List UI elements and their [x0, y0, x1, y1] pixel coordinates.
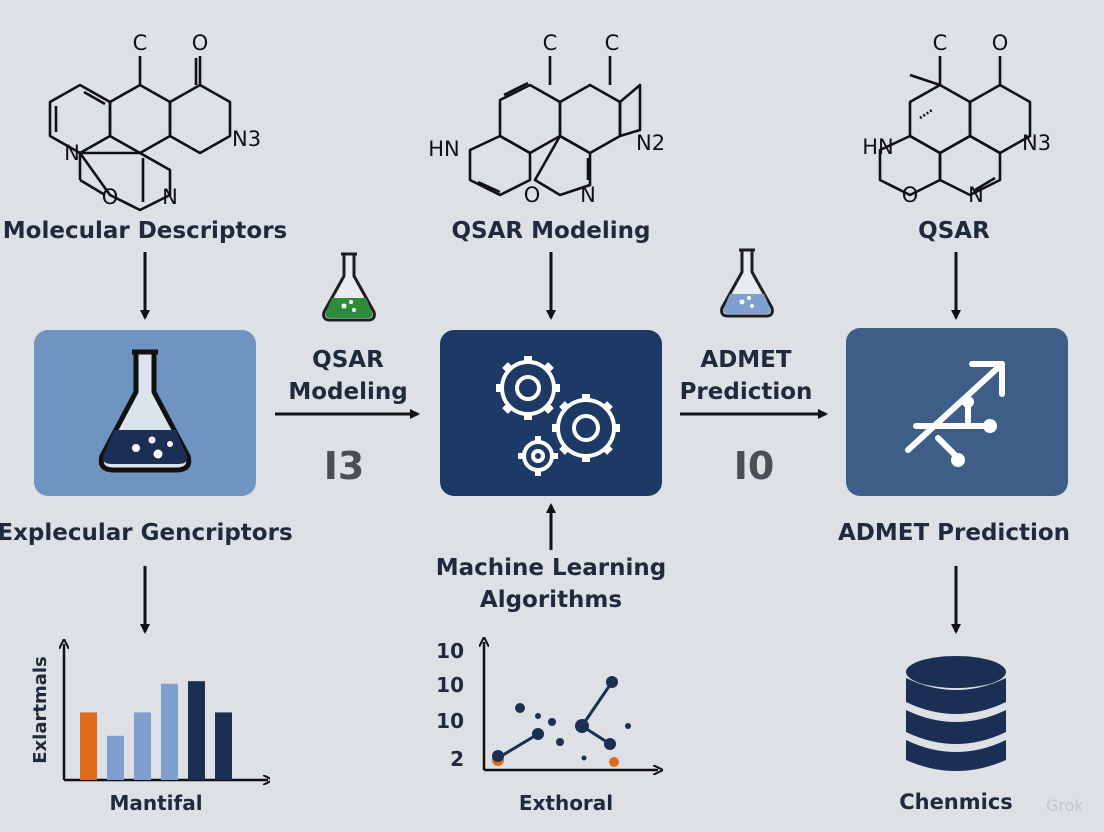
molecule-structure-1: C O N N3 O N — [48, 31, 261, 212]
connector-1-label: QSAR Modeling — [288, 344, 407, 408]
flask-icon — [98, 349, 192, 473]
scatter-point — [575, 719, 589, 733]
scatter-chart: 10 10 10 2 Exthoral — [436, 634, 680, 815]
bar-4 — [161, 683, 178, 780]
machine-learning-box — [440, 330, 662, 496]
scatter-point — [606, 676, 618, 688]
mol1-atom-c: C — [133, 31, 148, 55]
bar-chart-ylabel: Exlartmals — [30, 656, 51, 764]
bar-chart: Exlartmals Mantifal — [30, 636, 270, 815]
mol3-atom-hn: HN — [862, 135, 894, 159]
mol2-atom-hn: HN — [428, 137, 460, 161]
watermark-text: Grok — [1046, 796, 1084, 815]
scatter-points — [492, 676, 631, 767]
mol2-atom-n: N — [580, 183, 596, 207]
small-flask-icon-blue — [720, 248, 774, 318]
bar-2 — [107, 735, 124, 780]
scatter-ytick-2: 10 — [436, 673, 464, 697]
machine-learning-label-line1: Machine Learning — [435, 555, 667, 581]
connector-1-line2: Modeling — [288, 379, 408, 405]
scatter-link — [497, 732, 539, 760]
molecule-structure-3: C O HN N3 O N — [862, 31, 1051, 207]
mol3-atom-o: O — [992, 31, 1009, 55]
mol1-atom-o2: O — [102, 185, 119, 209]
mol1-atom-n2: N — [162, 185, 178, 209]
machine-learning-label: Machine Learning Algorithms — [436, 552, 667, 616]
scatter-point — [604, 738, 616, 750]
admet-box-label: ADMET Prediction — [837, 520, 1071, 546]
admet-box — [846, 328, 1068, 496]
machine-learning-label-line2: Algorithms — [479, 587, 623, 613]
scatter-ytick-4: 2 — [450, 747, 464, 771]
molecule-label-2: QSAR Modeling — [451, 218, 651, 244]
scatter-point — [556, 738, 564, 746]
scatter-point — [609, 757, 619, 767]
bar-6 — [215, 712, 232, 780]
mol1-atom-n3: N3 — [232, 127, 261, 151]
mol2-atom-o: O — [524, 183, 541, 207]
database-label: Chenmics — [899, 790, 1013, 814]
scatter-point — [532, 728, 544, 740]
mol3-atom-o2: O — [902, 183, 919, 207]
descriptors-box — [34, 330, 256, 496]
scatter-ytick-1: 10 — [436, 639, 464, 663]
bar-chart-xlabel: Mantifal — [109, 791, 202, 815]
mol1-atom-o: O — [192, 31, 209, 55]
descriptors-box-label: Explecular Gencriptors — [0, 520, 293, 546]
mol2-atom-n2: N2 — [636, 131, 665, 155]
scatter-point — [548, 718, 556, 726]
connector-2-line2: Prediction — [679, 379, 813, 405]
connector-2-line1: ADMET — [700, 347, 792, 373]
mol1-atom-n: N — [64, 141, 80, 165]
connector-1-line1: QSAR — [312, 347, 384, 373]
scatter-point — [625, 723, 631, 729]
connector-2-number: I0 — [733, 444, 775, 488]
database-icon — [906, 656, 1006, 771]
mol2-atom-c1: C — [543, 31, 558, 55]
small-flask-icon-green — [322, 252, 376, 322]
scatter-link — [580, 681, 614, 727]
scatter-point — [581, 755, 587, 761]
gears-icon — [496, 356, 620, 476]
scatter-chart-xlabel: Exthoral — [519, 791, 613, 815]
mol3-atom-c: C — [933, 31, 948, 55]
connector-1-number: I3 — [323, 444, 365, 488]
scatter-ytick-3: 10 — [436, 709, 464, 733]
molecule-label-3: QSAR — [918, 218, 990, 244]
scatter-point — [515, 703, 525, 713]
scatter-point — [492, 750, 504, 762]
scatter-point — [535, 713, 541, 719]
connector-2-label: ADMET Prediction — [680, 344, 813, 408]
network-arrow-icon — [905, 361, 1005, 467]
bar-3 — [134, 712, 151, 780]
molecule-structure-2: C C HN N2 O N — [428, 31, 665, 207]
bar-1 — [80, 712, 97, 780]
mol3-atom-n: N — [968, 183, 984, 207]
bar-5 — [188, 681, 205, 780]
molecule-label-1: Molecular Descriptors — [2, 218, 288, 244]
mol2-atom-c2: C — [605, 31, 620, 55]
mol3-atom-n3: N3 — [1022, 131, 1051, 155]
